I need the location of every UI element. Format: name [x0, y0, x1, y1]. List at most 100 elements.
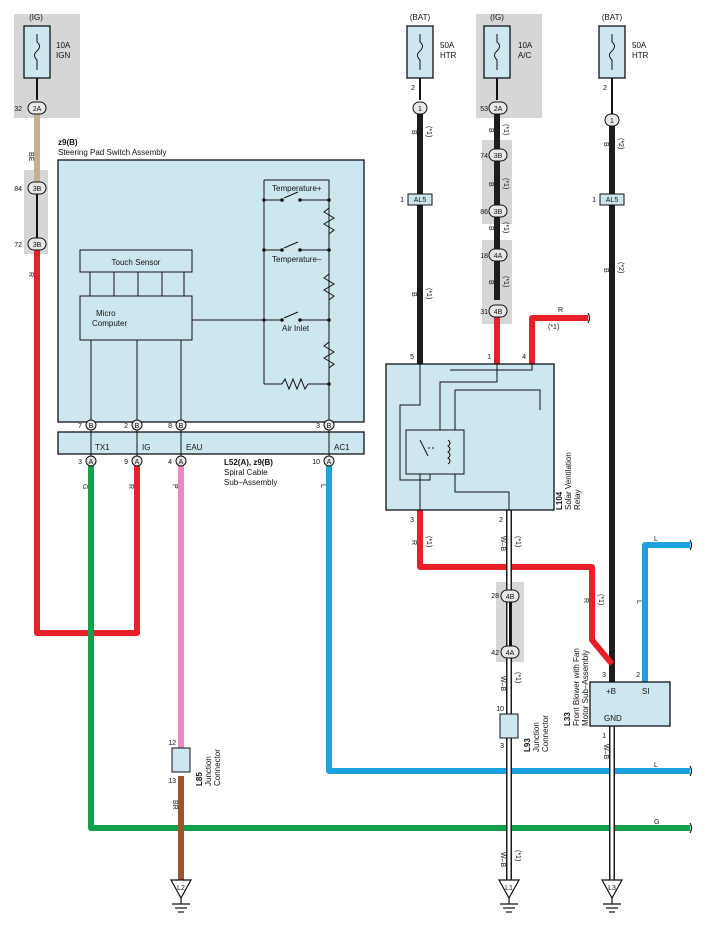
svg-text:B: B [487, 280, 494, 285]
svg-text:3: 3 [410, 517, 414, 524]
svg-text:z9(B): z9(B) [58, 138, 78, 147]
connector-ovals: 32 2A 84 3B 72 3B 2 1 1 AL5 53 2A 74 3B … [14, 85, 625, 659]
svg-text:3B: 3B [33, 186, 42, 193]
svg-text:SI: SI [642, 687, 650, 696]
svg-text:L52(A), z9(B): L52(A), z9(B) [224, 458, 273, 467]
svg-text:(BAT): (BAT) [410, 13, 431, 22]
svg-text:R: R [410, 540, 417, 545]
svg-text:B: B [487, 226, 494, 231]
wire-green-g [88, 464, 690, 831]
svg-text:R: R [558, 307, 563, 314]
svg-text:L104: L104 [555, 491, 564, 510]
svg-text:10A: 10A [56, 41, 71, 50]
svg-text:B: B [487, 182, 494, 187]
micro-computer-block [79, 295, 193, 341]
svg-text:L: L [654, 536, 658, 543]
svg-text:L1: L1 [505, 885, 513, 892]
continuation-brackets [587, 312, 693, 834]
svg-text:(*1): (*1) [548, 324, 559, 331]
svg-text:Junction: Junction [532, 722, 541, 752]
svg-text:4A: 4A [494, 253, 503, 260]
svg-text:P: P [171, 484, 178, 489]
wire-red-ig [34, 244, 140, 636]
relay-coil-box [405, 429, 465, 475]
svg-text:(*1): (*1) [514, 536, 521, 547]
svg-text:32: 32 [14, 106, 22, 113]
svg-text:Motor Sub–Assembly: Motor Sub–Assembly [581, 650, 590, 726]
svg-text:Junction: Junction [204, 756, 213, 786]
svg-text:3B: 3B [494, 153, 503, 160]
svg-text:HTR: HTR [632, 51, 649, 60]
svg-text:L93: L93 [523, 738, 532, 752]
svg-text:L: L [635, 600, 642, 604]
svg-text:3B: 3B [494, 209, 503, 216]
svg-text:Spiral Cable: Spiral Cable [224, 468, 268, 477]
svg-text:12: 12 [168, 740, 176, 747]
svg-text:A: A [179, 459, 184, 466]
svg-text:(*1): (*1) [597, 594, 604, 605]
svg-text:Computer: Computer [92, 319, 127, 328]
steering-pad-switch-assembly: z9(B) Steering Pad Switch Assembly Touch… [57, 138, 365, 431]
svg-text:G: G [81, 484, 88, 489]
svg-text:(*1): (*1) [514, 850, 521, 861]
svg-text:2: 2 [411, 85, 415, 92]
svg-text:B: B [487, 128, 494, 133]
svg-text:Relay: Relay [573, 490, 582, 510]
svg-text:7: 7 [78, 423, 82, 430]
wires [34, 114, 690, 880]
svg-text:2A: 2A [494, 106, 503, 113]
svg-text:(*1): (*1) [425, 536, 432, 547]
svg-text:1: 1 [487, 354, 491, 361]
svg-text:50A: 50A [440, 41, 455, 50]
svg-text:(IG): (IG) [29, 13, 43, 22]
svg-text:Solar Ventilation: Solar Ventilation [564, 452, 573, 510]
svg-text:R: R [582, 598, 589, 603]
svg-text:BR: BR [171, 800, 178, 810]
svg-text:Front Blower with Fan: Front Blower with Fan [572, 648, 581, 726]
svg-text:L: L [319, 484, 326, 488]
svg-text:EAU: EAU [186, 443, 203, 452]
svg-text:1: 1 [400, 197, 404, 204]
svg-text:B: B [327, 423, 332, 430]
svg-text:L3: L3 [608, 885, 616, 892]
wire-blue-l [326, 464, 690, 774]
svg-text:Micro: Micro [96, 309, 116, 318]
svg-text:(*1): (*1) [502, 178, 509, 189]
wire-red-blower [417, 510, 615, 666]
svg-text:R: R [27, 272, 34, 277]
svg-text:L2: L2 [177, 885, 185, 892]
svg-text:72: 72 [14, 242, 22, 249]
svg-text:W–B: W–B [499, 852, 506, 868]
svg-text:AL5: AL5 [414, 197, 427, 204]
svg-text:AL5: AL5 [606, 197, 619, 204]
svg-text:W–B: W–B [499, 536, 506, 552]
svg-text:Temperature–: Temperature– [272, 255, 322, 264]
svg-text:B: B [135, 423, 140, 430]
svg-text:1: 1 [592, 197, 596, 204]
svg-text:W–B: W–B [499, 676, 506, 692]
fuse-bat-htr-left: (BAT) 50A HTR [406, 13, 457, 79]
svg-text:B: B [410, 130, 417, 135]
svg-text:TX1: TX1 [95, 443, 110, 452]
junction-connector-l85: 12 13 L85 Junction Connector [168, 740, 222, 786]
svg-text:G: G [654, 819, 659, 826]
touch-sensor-block [79, 249, 193, 273]
svg-text:L: L [654, 762, 658, 769]
svg-text:42: 42 [491, 650, 499, 657]
svg-text:(BAT): (BAT) [602, 13, 623, 22]
svg-text:(*2): (*2) [617, 262, 624, 273]
svg-text:13: 13 [168, 778, 176, 785]
svg-text:4A: 4A [506, 650, 515, 657]
svg-text:+B: +B [606, 687, 616, 696]
svg-text:L85: L85 [195, 772, 204, 786]
svg-text:BE: BE [27, 152, 34, 162]
svg-text:86: 86 [480, 209, 488, 216]
spiral-cable-sub-assembly: TX1 IG EAU AC1 3 A 9 A 4 A 10 A L52(A), … [57, 430, 365, 487]
svg-text:W–B: W–B [602, 744, 609, 760]
ground-l1: L1 [497, 879, 521, 913]
svg-text:B: B [410, 292, 417, 297]
svg-text:2: 2 [499, 517, 503, 524]
svg-text:(*2): (*2) [617, 138, 624, 149]
svg-text:2: 2 [603, 85, 607, 92]
